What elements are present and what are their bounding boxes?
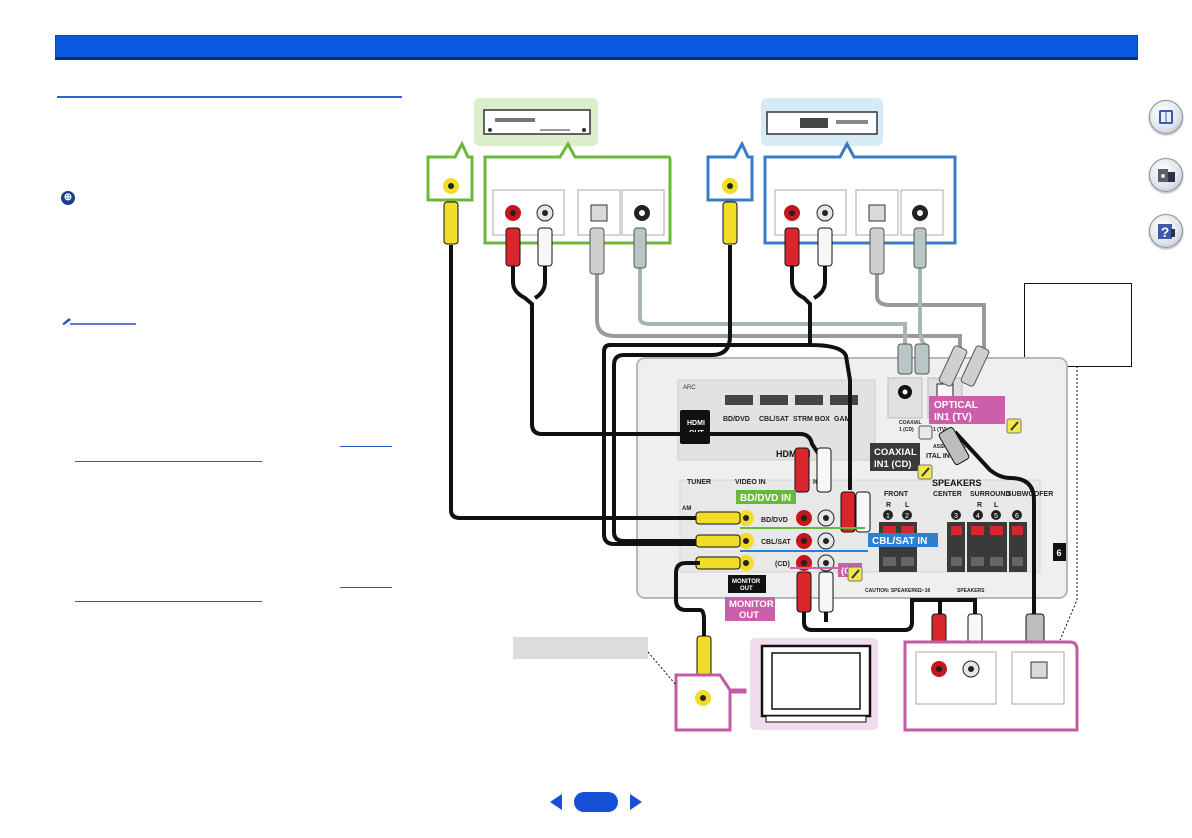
svg-text:IN1 (TV): IN1 (TV) — [934, 412, 972, 423]
pencil-note-icon[interactable] — [1006, 418, 1022, 434]
svg-text:ITAL IN: ITAL IN — [926, 453, 950, 460]
link-underline[interactable] — [75, 601, 262, 602]
svg-text:COAXIAL: COAXIAL — [874, 447, 917, 458]
svg-text:STRM BOX: STRM BOX — [793, 416, 830, 423]
pencil-note-icon[interactable] — [918, 425, 933, 440]
optical-in1-tv-label — [929, 396, 1005, 424]
svg-text:AM: AM — [682, 506, 691, 512]
svg-text:CBL/SAT: CBL/SAT — [759, 416, 790, 423]
svg-text:6: 6 — [1015, 513, 1019, 520]
tv-callout-label — [513, 637, 648, 659]
svg-text:OUT: OUT — [739, 610, 759, 621]
next-page-icon[interactable] — [630, 794, 642, 810]
previous-page-icon[interactable] — [550, 794, 562, 810]
svg-text:(CD): (CD) — [775, 561, 790, 568]
bd-video-bubble — [426, 140, 474, 202]
svg-text:CBL/SAT: CBL/SAT — [761, 539, 792, 546]
svg-text:SUBWOOFER: SUBWOOFER — [1007, 491, 1053, 498]
svg-text:MONITOR: MONITOR — [732, 579, 761, 585]
svg-text:VIDEO IN: VIDEO IN — [735, 479, 766, 486]
link-underline[interactable] — [340, 446, 392, 447]
svg-text:BD/DVD: BD/DVD — [761, 517, 788, 524]
svg-text:BD/DVD: BD/DVD — [723, 416, 750, 423]
svg-text:1 (CD): 1 (CD) — [899, 427, 914, 433]
svg-text:BD/DVD IN: BD/DVD IN — [740, 493, 791, 504]
svg-text:MONITOR: MONITOR — [729, 599, 774, 610]
svg-text:2: 2 — [905, 513, 909, 520]
section-rule — [57, 96, 402, 98]
svg-text:6: 6 — [1056, 548, 1061, 558]
svg-text:FRONT: FRONT — [884, 491, 909, 498]
svg-text:SPEAKERS: SPEAKERS — [932, 478, 982, 488]
svg-text:CBL/SAT IN: CBL/SAT IN — [872, 536, 927, 547]
svg-text:1: 1 — [886, 513, 890, 520]
svg-text:5: 5 — [994, 513, 998, 520]
svg-text:CAUTION: SPEAKER: CAUTION: SPEAKER — [865, 588, 915, 594]
pin-icon: ⊕ — [61, 191, 75, 205]
svg-text:3: 3 — [954, 513, 958, 520]
help-question-icon[interactable]: ? — [1149, 214, 1183, 248]
header-bar — [55, 35, 1138, 60]
callout-box — [1024, 283, 1132, 367]
svg-text:L: L — [994, 502, 999, 509]
svg-text:OUT: OUT — [740, 586, 753, 592]
svg-text:SPEAKERS: SPEAKERS — [957, 588, 985, 594]
svg-text:OPTICAL: OPTICAL — [934, 400, 978, 411]
pencil-note-icon[interactable] — [917, 464, 933, 480]
sat-receiver — [766, 111, 878, 135]
monitor-out-label — [725, 597, 775, 621]
svg-text:?: ? — [1161, 224, 1170, 240]
svg-text:4: 4 — [976, 513, 980, 520]
svg-text:HDMI: HDMI — [687, 420, 705, 427]
svg-text:CENTER: CENTER — [933, 491, 962, 498]
sat-video-bubble — [706, 140, 754, 202]
svg-text:GAM: GAM — [834, 416, 851, 423]
svg-text:SURROUND: SURROUND — [970, 491, 1010, 498]
svg-text:TUNER: TUNER — [687, 479, 711, 486]
svg-text:IN1 (CD): IN1 (CD) — [874, 459, 911, 470]
manual-book-icon[interactable] — [1149, 100, 1183, 134]
svg-text:R: R — [977, 502, 982, 509]
coaxial-in1-cd-label — [870, 443, 920, 471]
hdmi-out-port — [680, 410, 710, 444]
svg-text:1 (TV): 1 (TV) — [933, 427, 947, 433]
bd-player — [483, 109, 591, 135]
svg-text:R: R — [886, 502, 891, 509]
page-number-pill[interactable] — [574, 792, 618, 812]
cbl-sat-in-label — [868, 533, 938, 547]
svg-text:COAXIAL: COAXIAL — [899, 420, 922, 426]
receiver-device-icon[interactable] — [1149, 158, 1183, 192]
svg-text:ARC: ARC — [683, 385, 696, 391]
pencil-note-icon[interactable] — [847, 566, 863, 582]
pencil-note-icon — [62, 318, 136, 325]
bd-dvd-in-label — [736, 490, 796, 504]
link-underline[interactable] — [340, 587, 392, 588]
svg-text:6Ω~16: 6Ω~16 — [915, 588, 930, 594]
svg-text:HDMI IN: HDMI IN — [776, 449, 811, 459]
svg-text:L: L — [905, 502, 910, 509]
tv-video-bubble — [674, 673, 747, 732]
link-underline[interactable] — [75, 461, 262, 462]
